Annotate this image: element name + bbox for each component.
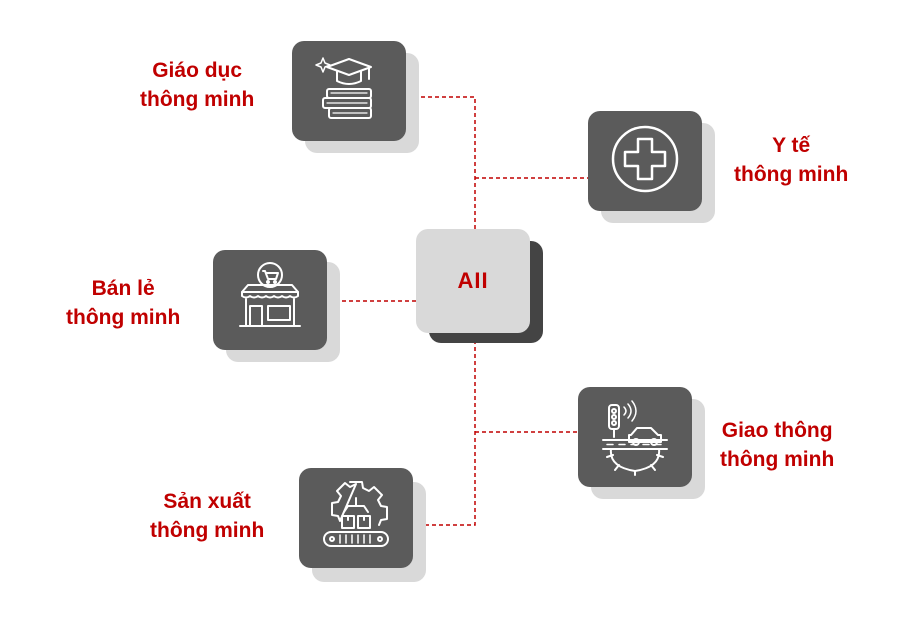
manufacturing-label-line2: thông minh xyxy=(150,519,265,542)
transport-label-line2: thông minh xyxy=(720,448,835,471)
manufacturing-label-line1: Sản xuất xyxy=(163,490,251,513)
center-node-label: AII xyxy=(457,268,489,293)
retail-label-line1: Bán lẻ xyxy=(91,277,155,300)
transport-tile xyxy=(578,387,692,487)
health-label: Y tế thông minh xyxy=(734,131,848,189)
center-node: AII xyxy=(416,229,530,333)
store-cart-icon xyxy=(228,256,312,345)
retail-tile xyxy=(213,250,327,350)
manufacturing-label: Sản xuất thông minh xyxy=(150,487,264,545)
education-label-line1: Giáo dục xyxy=(152,59,243,82)
manufacturing-tile xyxy=(299,468,413,568)
health-label-line1: Y tế xyxy=(772,134,811,157)
medical-cross-icon xyxy=(603,117,687,206)
graduation-cap-books-icon xyxy=(307,47,391,136)
education-label: Giáo dục thông minh xyxy=(140,56,254,114)
education-label-line2: thông minh xyxy=(140,88,255,111)
connector-spine-bottom xyxy=(421,333,476,526)
transport-label-line1: Giao thông xyxy=(721,419,833,442)
education-tile xyxy=(292,41,406,141)
transport-label: Giao thông thông minh xyxy=(720,416,834,474)
factory-gear-conveyor-icon xyxy=(314,474,398,563)
retail-label-line2: thông minh xyxy=(66,306,181,329)
health-tile xyxy=(588,111,702,211)
retail-label: Bán lẻ thông minh xyxy=(66,274,180,332)
health-label-line2: thông minh xyxy=(734,163,849,186)
traffic-light-car-icon xyxy=(593,393,677,482)
connector-spine-top xyxy=(420,96,476,229)
